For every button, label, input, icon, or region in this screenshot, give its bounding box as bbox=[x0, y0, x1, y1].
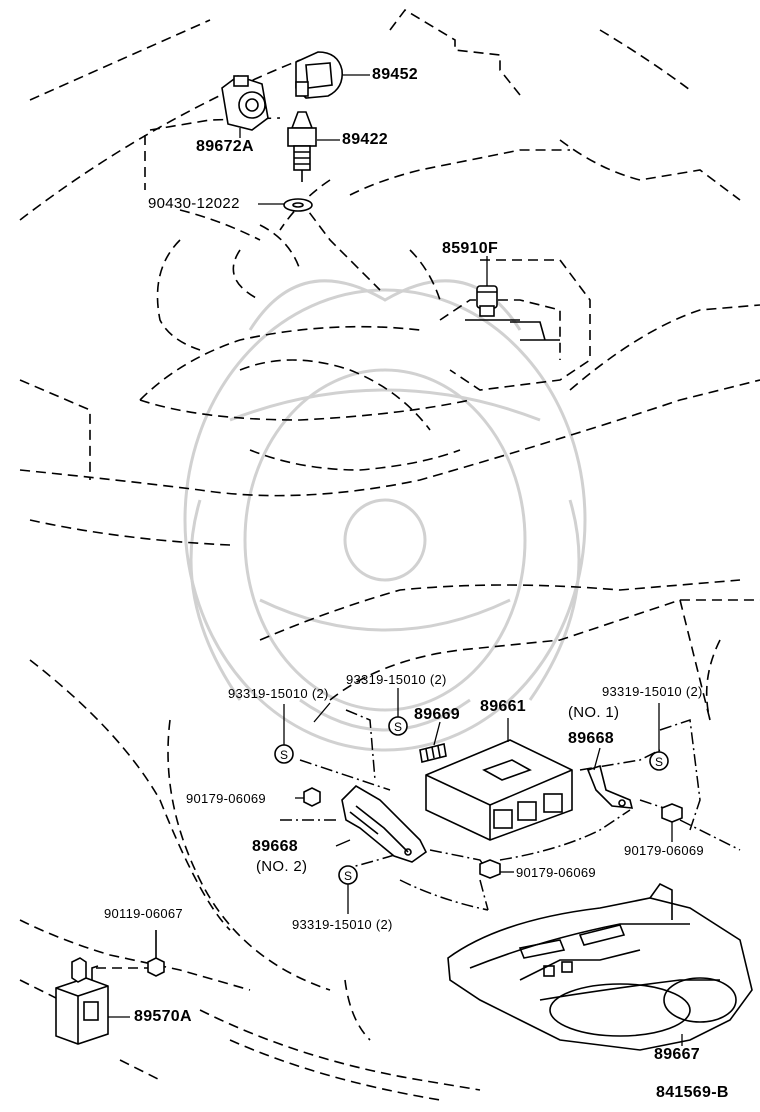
part-89661-ecu bbox=[425, 739, 573, 841]
callout-90119-06067: 90119-06067 bbox=[104, 906, 183, 921]
part-89667-undertray bbox=[447, 882, 753, 1051]
lower-body-outline bbox=[19, 579, 760, 1101]
callout-93319-15010-right: 93319-15010 (2) bbox=[602, 684, 703, 699]
part-89672A bbox=[221, 75, 269, 131]
callout-89661: 89661 bbox=[480, 698, 526, 715]
part-89669 bbox=[419, 743, 447, 763]
part-89422 bbox=[287, 111, 317, 182]
s-marker-right-label: S bbox=[655, 755, 663, 769]
callout-90179-06069-right: 90179-06069 bbox=[624, 843, 704, 858]
part-90430-washer bbox=[283, 198, 313, 212]
callout-93319-15010-center: 93319-15010 (2) bbox=[346, 672, 447, 687]
callout-89422: 89422 bbox=[342, 131, 388, 148]
callout-89668-no1: 89668 bbox=[568, 730, 614, 747]
callout-89669: 89669 bbox=[414, 706, 460, 723]
callout-89452: 89452 bbox=[372, 66, 418, 83]
callout-89667: 89667 bbox=[654, 1046, 700, 1063]
s-marker-center-label: S bbox=[394, 720, 402, 734]
callout-no2: (NO. 2) bbox=[256, 858, 308, 875]
bolt-90119 bbox=[147, 930, 165, 977]
callout-85910F: 85910F bbox=[442, 240, 499, 257]
part-89668-no2 bbox=[341, 784, 428, 863]
nut-90179-right bbox=[661, 803, 683, 823]
nut-90179-bottom bbox=[479, 859, 501, 879]
part-89452 bbox=[295, 51, 344, 99]
part-85910F bbox=[465, 285, 560, 341]
watermark-emblem bbox=[183, 279, 587, 752]
part-89668-no1 bbox=[586, 764, 634, 809]
part-89570A bbox=[55, 957, 109, 1045]
callout-93319-15010-bottom: 93319-15010 (2) bbox=[292, 917, 393, 932]
s-marker-left-label: S bbox=[280, 748, 288, 762]
callout-90179-06069-left: 90179-06069 bbox=[186, 791, 266, 806]
s-marker-bottom-label: S bbox=[344, 869, 352, 883]
nut-90179-left bbox=[303, 787, 321, 807]
callout-89668-no2: 89668 bbox=[252, 838, 298, 855]
diagram-id: 841569-B bbox=[656, 1084, 729, 1101]
callout-90179-06069-bottom: 90179-06069 bbox=[516, 865, 596, 880]
callout-93319-15010-left: 93319-15010 (2) bbox=[228, 686, 329, 701]
callout-89672A: 89672A bbox=[196, 138, 254, 155]
callout-89570A: 89570A bbox=[134, 1008, 192, 1025]
engine-bay-outline bbox=[19, 8, 760, 546]
callout-90430-12022: 90430-12022 bbox=[148, 195, 240, 212]
callout-no1: (NO. 1) bbox=[568, 704, 620, 721]
